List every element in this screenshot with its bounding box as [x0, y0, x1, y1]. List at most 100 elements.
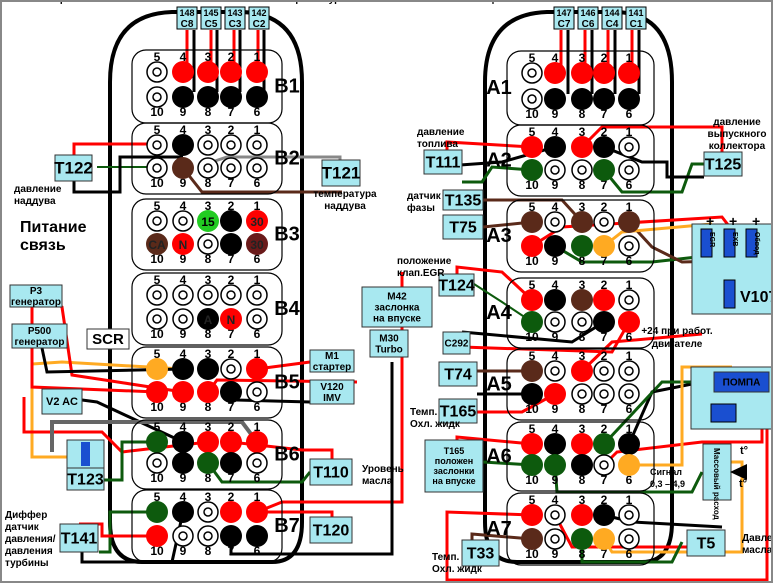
pin-hole: [203, 507, 213, 517]
pin-number: 3: [579, 493, 586, 507]
pin-number: 1: [626, 349, 633, 363]
tag-code: C5: [205, 19, 218, 30]
pin-number: 5: [529, 51, 536, 65]
pin-hole: [178, 314, 188, 324]
pin-black: [593, 136, 615, 158]
pin-number: 3: [579, 125, 586, 139]
tag-number: 145: [203, 8, 218, 18]
pin-brown: [571, 211, 593, 233]
wire-red: [256, 272, 404, 514]
wire-red: [553, 514, 687, 549]
pin-number: 10: [150, 400, 164, 414]
box-p3: [9, 284, 63, 308]
pin-black: [593, 311, 615, 333]
pin-hole: [577, 165, 587, 175]
pin-hole: [152, 314, 162, 324]
wire-tag: [577, 6, 599, 30]
wire-green: [206, 462, 312, 484]
label-egr-position: клап.EGR: [397, 268, 445, 279]
pin-number: 1: [626, 200, 633, 214]
wire-green: [99, 510, 157, 554]
pin-number: 3: [579, 422, 586, 436]
label-plus24-running: двигателе: [652, 339, 703, 350]
connector-label: B3: [274, 224, 300, 246]
pin-number: 2: [228, 199, 235, 213]
pin-black: [220, 525, 242, 547]
pin-red: [618, 311, 640, 333]
pin-number: 5: [529, 200, 536, 214]
pin-number: 6: [626, 107, 633, 121]
label-exhaust-pressure: выпускного: [708, 129, 767, 140]
pin-hole: [527, 68, 537, 78]
pin-number: 6: [254, 327, 261, 341]
massflow-sensor: [702, 443, 732, 501]
pin-number: 1: [626, 125, 633, 139]
tag-code: C1: [630, 19, 643, 30]
pin-number: 1: [254, 199, 261, 213]
box-t74: [438, 361, 478, 387]
pin-black: [246, 86, 268, 108]
label-coolant-temp: Охл. жидк: [410, 419, 461, 430]
pin-red: [172, 381, 194, 403]
pin-number: 4: [552, 349, 559, 363]
box-m30: [369, 329, 409, 358]
pin-number: 7: [601, 178, 608, 192]
pin-number: 2: [228, 273, 235, 287]
label-boost-temp: температура: [313, 189, 377, 200]
wire-#888: [211, 155, 342, 164]
pin-number: 2: [601, 278, 608, 292]
pin-red: [544, 62, 566, 84]
box-t120: [309, 516, 353, 544]
box-t125: [703, 151, 743, 177]
connector-B7: [131, 489, 283, 563]
wire-tag: [200, 6, 222, 30]
box-text: IMV: [323, 393, 341, 404]
pin-number: 7: [601, 330, 608, 344]
pin-red: [146, 381, 168, 403]
box-text: T165: [444, 446, 465, 456]
connector-label: A7: [486, 518, 512, 540]
valve-label: Обвод: [753, 232, 761, 255]
pin-red: [618, 62, 640, 84]
pin-hole: [152, 216, 162, 226]
box-text: T123: [67, 471, 104, 488]
label-fan: Вентилятор: [7, 2, 66, 5]
wire-red: [580, 125, 724, 152]
pin-number: 8: [579, 107, 586, 121]
box-text: T121: [322, 164, 361, 183]
pin-number: 1: [254, 50, 261, 64]
pin-hole: [252, 290, 262, 300]
pin-number: 7: [601, 107, 608, 121]
pin-hole: [226, 163, 236, 173]
pin-number: 1: [254, 123, 261, 137]
valve-label: EXB: [731, 232, 738, 246]
wire-red: [445, 140, 533, 150]
connector-A2: [506, 124, 655, 197]
connector-B2: [131, 122, 283, 195]
box-text: P500: [28, 326, 52, 337]
box-text: T5: [697, 535, 716, 552]
label-fuel-pressure: топлива: [417, 139, 458, 150]
pin-number: 5: [154, 199, 161, 213]
box-text: M30: [379, 333, 399, 344]
pin-number: 9: [180, 105, 187, 119]
label-diff-sensor: датчик: [5, 522, 40, 533]
pin-number: 4: [552, 493, 559, 507]
pin-red: [246, 210, 268, 232]
pin-text: N: [179, 238, 188, 252]
pin-number: 3: [579, 278, 586, 292]
pin-black: [172, 86, 194, 108]
pin-number: 2: [228, 420, 235, 434]
pin-black: [172, 452, 194, 474]
box-text: M1: [325, 351, 339, 362]
pin-hole: [624, 510, 634, 520]
pin-number: 4: [180, 420, 187, 434]
pin-number: 10: [525, 402, 539, 416]
pin-red: [197, 381, 219, 403]
tag-code: C4: [606, 19, 619, 30]
pin-number: 10: [525, 330, 539, 344]
pin-number: 9: [552, 107, 559, 121]
box-t165: [438, 398, 478, 424]
wire-red: [461, 321, 631, 354]
pin-red: [246, 431, 268, 453]
